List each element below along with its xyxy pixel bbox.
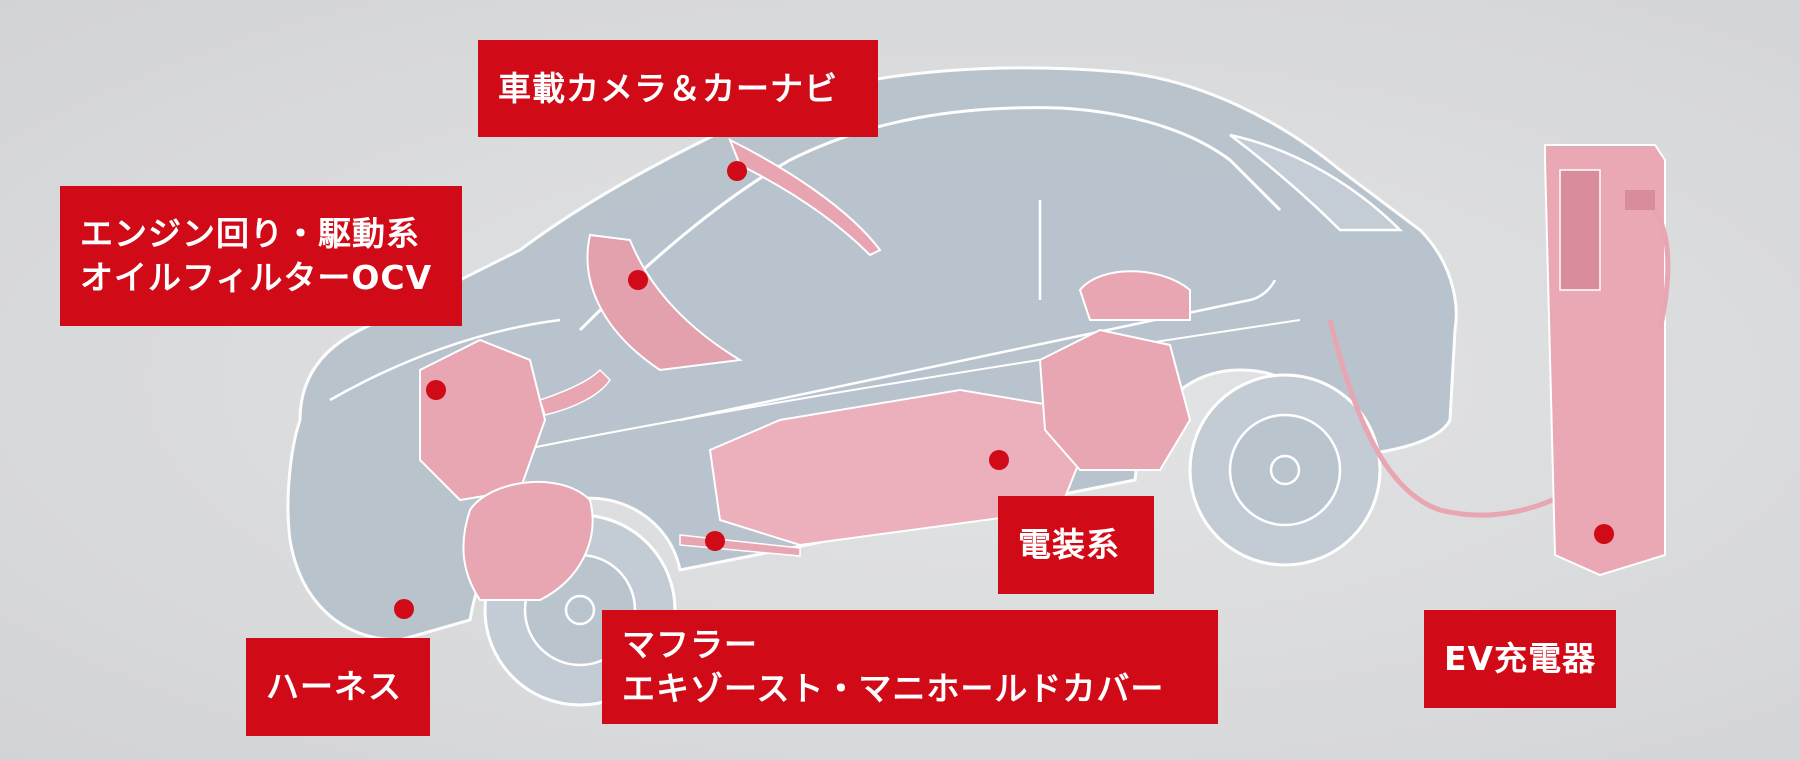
label-camera-nav-text: 車載カメラ＆カーナビ	[498, 68, 838, 108]
label-muffler-line1: マフラー	[622, 625, 758, 664]
rear-motor	[1078, 270, 1191, 321]
hood-line	[329, 318, 561, 402]
label-electrical-text: 電装系	[1018, 525, 1120, 564]
window-line	[578, 106, 1282, 332]
label-camera-nav: 車載カメラ＆カーナビ	[478, 40, 878, 137]
label-muffler-line2: エキゾースト・マニホールドカバー	[622, 669, 1165, 708]
rear-wheel	[1188, 373, 1382, 567]
label-ev-charger-text: EV充電器	[1444, 639, 1597, 678]
label-electrical: 電装系	[998, 496, 1154, 594]
label-muffler: マフラー エキゾースト・マニホールドカバー	[602, 610, 1218, 724]
door-line	[679, 279, 1277, 422]
marker-camera	[727, 161, 747, 181]
label-ev-charger: EV充電器	[1424, 610, 1616, 708]
intake-pipe	[539, 368, 611, 416]
engine-block	[419, 338, 547, 502]
marker-muffler	[705, 531, 725, 551]
label-engine-line2: オイルフィルターOCV	[80, 258, 433, 297]
marker-electrical	[989, 450, 1009, 470]
label-engine-line1: エンジン回り・駆動系	[80, 214, 420, 253]
label-harness: ハーネス	[246, 638, 430, 736]
drive-unit	[462, 480, 594, 601]
marker-harness	[394, 599, 414, 619]
marker-engine	[426, 380, 446, 400]
dashboard-nav	[586, 233, 743, 372]
marker-nav	[628, 270, 648, 290]
label-engine: エンジン回り・駆動系 オイルフィルターOCV	[60, 186, 462, 326]
label-harness-text: ハーネス	[266, 667, 402, 706]
rear-window	[1229, 133, 1404, 232]
rear-assembly	[1038, 328, 1192, 471]
marker-ev-charger	[1594, 524, 1614, 544]
windshield-camera	[728, 137, 882, 257]
ev-charger-station	[1544, 144, 1671, 577]
